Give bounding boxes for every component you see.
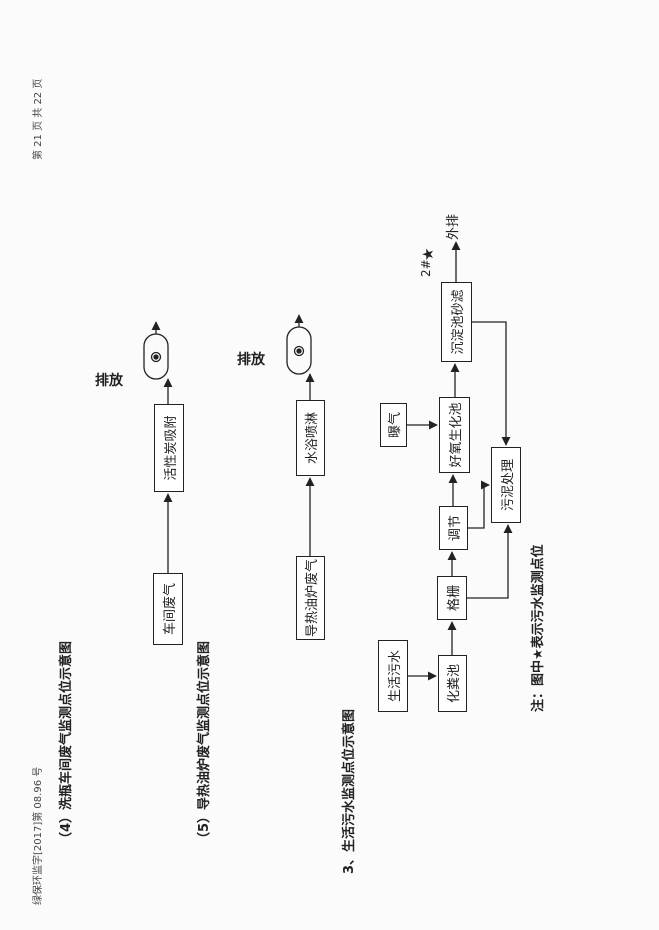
s5-monitor-dot: [296, 348, 302, 354]
s3-sludge-line-settling: [472, 321, 511, 446]
s4-monitor-dot: [153, 354, 159, 360]
s5-monitor-ring: [293, 345, 305, 357]
s3-sludge-line-grille: [467, 524, 513, 599]
s4-monitor-ring: [150, 351, 162, 363]
s3-sludge-line-regulate: [468, 480, 490, 529]
